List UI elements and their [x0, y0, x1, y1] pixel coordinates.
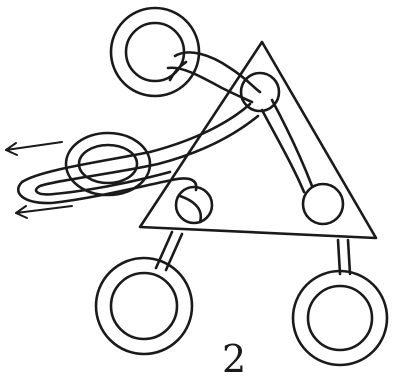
step-number: 2 [222, 340, 246, 378]
bottom-right-ring [293, 240, 387, 365]
bottom-left-ring [96, 232, 192, 354]
